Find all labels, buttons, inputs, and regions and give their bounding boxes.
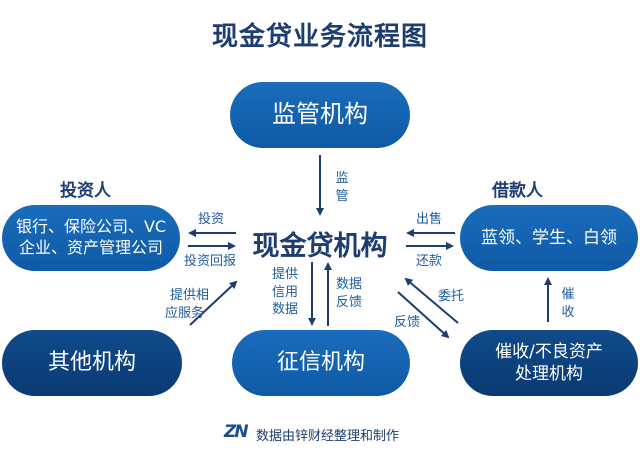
- cash-loan-institution: 现金贷机构: [252, 231, 388, 262]
- investor-line2: 企业、资产管理公司: [18, 238, 163, 257]
- arrow-feedback: [397, 291, 450, 339]
- label-feedback-data-2: 反馈: [336, 294, 363, 310]
- regulator-node: 监管机构: [230, 82, 410, 148]
- investor-heading: 投资人: [60, 181, 111, 201]
- credit-bureau-node: 征信机构: [232, 330, 410, 396]
- label-repay: 还款: [416, 254, 443, 269]
- label-sell: 出售: [416, 212, 443, 227]
- label-return: 投资回报: [184, 254, 237, 269]
- label-invest: 投资: [198, 212, 225, 227]
- investor-node: 银行、保险公司、VC 企业、资产管理公司: [2, 205, 180, 271]
- label-credit-data-1: 提供: [272, 267, 299, 282]
- label-collect: 催收: [561, 287, 575, 320]
- investor-line1: 银行、保险公司、VC: [15, 217, 167, 237]
- label-credit-data: 提供 信用 数据: [272, 266, 298, 319]
- label-feedback-data: 数据 反馈: [336, 276, 362, 311]
- label-service-2: 应服务: [165, 305, 205, 321]
- label-supervise: 监管: [335, 171, 349, 204]
- label-service: 提供相 应服务: [160, 287, 209, 322]
- label-credit-data-2: 信用: [272, 284, 299, 300]
- zn-logo: ZN: [224, 422, 249, 442]
- regulator-label: 监管机构: [272, 100, 368, 129]
- other-label: 其他机构: [47, 349, 136, 375]
- arrow-service: [189, 280, 238, 326]
- label-service-1: 提供相: [170, 288, 210, 303]
- other-institutions-node: 其他机构: [2, 330, 182, 396]
- arrow-entrust: [404, 277, 459, 324]
- borrower-label: 蓝领、学生、白领: [481, 227, 617, 248]
- label-entrust: 委托: [438, 289, 465, 304]
- diagram-title: 现金贷业务流程图: [211, 22, 428, 52]
- borrower-node: 蓝领、学生、白领: [460, 205, 638, 271]
- collection-line2: 处理机构: [515, 364, 583, 384]
- borrower-heading: 借款人: [492, 181, 543, 201]
- collection-line1: 催收/不良资产: [495, 341, 603, 362]
- label-feedback-data-1: 数据: [336, 277, 363, 292]
- collection-node: 催收/不良资产 处理机构: [460, 330, 638, 396]
- label-credit-data-3: 数据: [272, 302, 299, 318]
- footer-credit: 数据由锌财经整理和制作: [256, 429, 400, 444]
- label-feedback: 反馈: [394, 315, 421, 330]
- credit-label: 征信机构: [276, 349, 365, 375]
